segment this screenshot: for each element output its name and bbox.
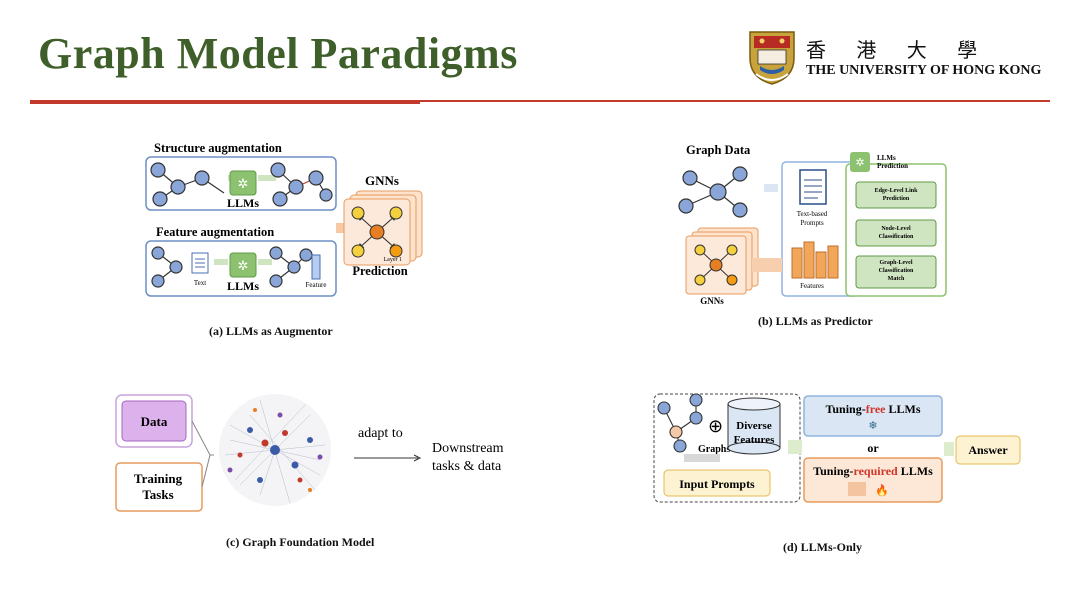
panel-llms-only: Graphs ⊕ Diverse Features Input Prompts … [653,393,1021,503]
augmented-graph-feature [269,246,313,288]
input-prompts-label: Input Prompts [679,477,755,491]
llms-label-structure: LLMs [227,196,259,210]
tuning-icon [848,482,866,496]
task-edge-level [855,181,937,209]
svg-text:✲: ✲ [238,176,249,191]
caption-a: (a) LLMs as Augmentor [209,324,333,338]
or-label: or [867,441,879,455]
graphs-icon [657,393,703,453]
answer-box [955,435,1021,465]
university-name-chinese: 香 港 大 學 [806,38,990,62]
caption-d: (d) LLMs-Only [783,540,863,554]
text-label: Text [194,279,206,287]
tuning-required-label: Tuning-required LLMs [813,464,933,478]
llms-label-feature: LLMs [227,279,259,293]
gnn-node-cluster [351,206,403,258]
graph-data-graph [678,166,748,218]
task-node-level [855,219,937,247]
diverse-features-database-icon [727,397,781,455]
arrow-out-llm [258,175,276,181]
caption-c: (c) Graph Foundation Model [226,535,375,549]
layer-label: Layer 1 [384,257,403,263]
foundation-model-network [219,394,331,506]
prediction-label: Prediction [352,264,407,278]
answer-label: Answer [968,443,1008,457]
fire-icon: 🔥 [875,484,889,497]
augmented-graph-structure [270,162,333,207]
header-divider [30,100,1050,102]
feature-small-label: Feature [306,281,327,289]
page-title: Graph Model Paradigms [38,29,518,78]
svg-text:✲: ✲ [855,157,864,169]
university-name-english: THE UNIVERSITY OF HONG KONG [806,63,1042,78]
caption-b: (b) LLMs as Predictor [758,314,873,328]
downstream-label-1: Downstream [432,441,504,456]
input-graph-structure [150,162,225,207]
text-prompt-document-icon [799,169,827,205]
tuning-free-label: Tuning-free LLMs [825,402,920,416]
llm-chip-icon [850,152,870,172]
tuning-free-llms-box [803,395,943,437]
diverse-features-label-1: Diverse [736,420,772,432]
gnns-label: GNNs [365,173,399,188]
input-graph-feature [151,246,183,288]
feature-vector-icon [311,254,321,280]
llm-chip-icon [229,170,257,196]
data-box [121,400,187,442]
header-divider-accent [30,100,420,104]
input-prompts-box [663,469,771,497]
feature-augmentation-label: Feature augmentation [156,225,274,239]
university-crest-icon [749,31,795,85]
graphs-label: Graphs [698,444,730,455]
downstream-label-2: tasks & data [432,459,502,474]
llm-chip-icon [229,252,257,278]
tuning-required-llms-box [803,457,943,503]
adapt-to-label: adapt to [358,426,403,441]
svg-text:✲: ✲ [238,258,249,273]
plus-icon: ⊕ [708,416,723,436]
task-graph-level [855,255,937,289]
graph-data-label: Graph Data [686,143,751,157]
features-label: Features [800,282,824,290]
diverse-features-label-2: Features [734,434,775,446]
structure-augmentation-label: Structure augmentation [154,141,282,155]
snowflake-icon: ❄ [868,420,877,432]
feature-bars-icon [791,241,839,279]
panel-llms-as-augmentor: Structure augmentation ✲ LLMs Feature au… [145,141,423,297]
gnns-label-b: GNNs [700,296,724,306]
data-label: Data [141,414,168,429]
